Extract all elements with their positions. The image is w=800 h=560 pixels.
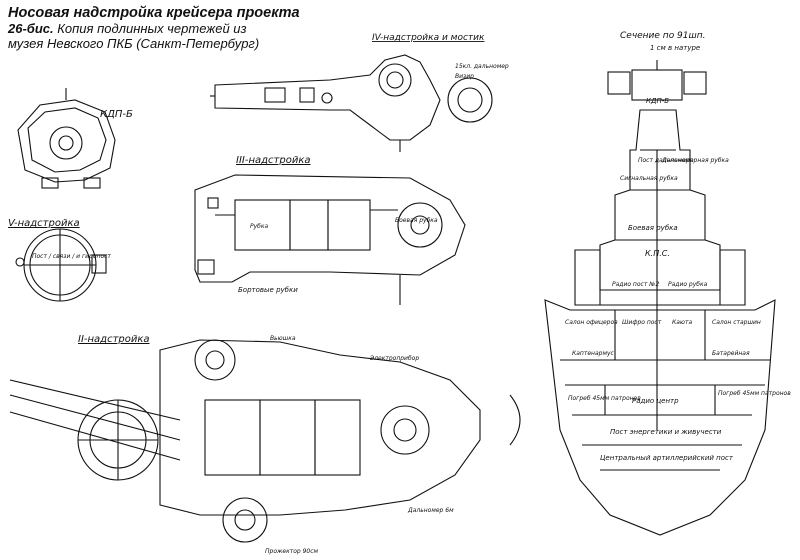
- section-cipher-room: Шифро пост: [622, 319, 662, 326]
- section-drawing: Сечение по 91шп. 1 см в натуре КДП-Б Пос…: [544, 31, 791, 536]
- section-power-post: Пост энергетики и живучести: [610, 428, 722, 436]
- ii-device-note: Электроприбор: [369, 355, 419, 362]
- iii-bottom-note: Бортовые рубки: [238, 286, 298, 294]
- section-radio-post: Радио пост №2: [612, 281, 659, 288]
- section-staff-room: Каюта: [672, 319, 692, 326]
- ii-searchlight-note: Прожектор 90см: [265, 548, 319, 555]
- title-project-number: 26-бис.: [8, 21, 54, 36]
- title-line-2: 26-бис. Копия подлинных чертежей из: [8, 21, 308, 36]
- section-label: Сечение по 91шп.: [620, 31, 706, 41]
- section-cellar-left: Погреб 45мм патронов: [568, 395, 641, 402]
- iii-room-label-2: Боевая рубка: [395, 217, 438, 224]
- iv-superstructure-drawing: IV-надстройка и мостик 15кл. дальномер В…: [210, 33, 509, 152]
- section-radio-center: Радио центр: [632, 397, 679, 405]
- v-superstructure-drawing: V-надстройка Пост / связи / и гиропост: [8, 218, 111, 302]
- section-cellar-right: Погреб 45мм патронов: [718, 390, 791, 397]
- section-scale: 1 см в натуре: [650, 44, 700, 52]
- kdp-drawing: КДП-Б: [17, 88, 133, 189]
- iii-room-label-1: Рубка: [250, 223, 268, 230]
- section-officers-salon: Салон офицеров: [565, 319, 618, 326]
- section-mess: Салон старшин: [712, 319, 761, 326]
- section-battery: Батарейная: [712, 350, 750, 357]
- iv-rangefinder-note: 15кл. дальномер: [455, 63, 509, 70]
- section-storage: Каптенармус: [572, 350, 615, 357]
- section-kdp: КДП-Б: [646, 97, 669, 105]
- v-superstructure-label: V-надстройка: [8, 218, 80, 229]
- ii-reel-note: Вьюшка: [270, 335, 296, 342]
- kdp-label: КДП-Б: [100, 109, 133, 120]
- ii-superstructure-label: II-надстройка: [78, 334, 150, 345]
- section-kps: К.П.С.: [645, 249, 670, 258]
- title-line-3: музея Невского ПКБ (Санкт-Петербург): [8, 36, 260, 51]
- title-line-1: Носовая надстройка крейсера проекта: [8, 5, 300, 21]
- section-central-post: Центральный артиллерийский пост: [600, 454, 734, 462]
- iii-superstructure-drawing: III-надстройка Рубка Боевая рубка Бортов…: [194, 155, 466, 305]
- iv-sight-note: Визир: [455, 73, 474, 80]
- iv-superstructure-label: IV-надстройка и мостик: [372, 33, 485, 43]
- ii-superstructure-drawing: II-надстройка Вьюшка Электроприбор Проже…: [9, 334, 521, 555]
- v-superstructure-room: Пост / связи / и гиропост: [32, 253, 111, 260]
- section-radio-room: Радио рубка: [668, 281, 708, 288]
- section-post-rangefinder: Пост дальномера: [638, 157, 694, 164]
- ii-rangefinder-note: Дальномер 6м: [407, 507, 454, 514]
- page-title: Носовая надстройка крейсера проекта 26-б…: [8, 5, 308, 52]
- section-rangefinder-room: Дальномерная рубка: [661, 157, 729, 164]
- section-signal-room: Сигнальная рубка: [620, 175, 678, 182]
- title-line-2-rest: Копия подлинных чертежей из: [53, 21, 247, 36]
- iii-superstructure-label: III-надстройка: [236, 155, 311, 166]
- section-combat-room: Боевая рубка: [628, 224, 678, 232]
